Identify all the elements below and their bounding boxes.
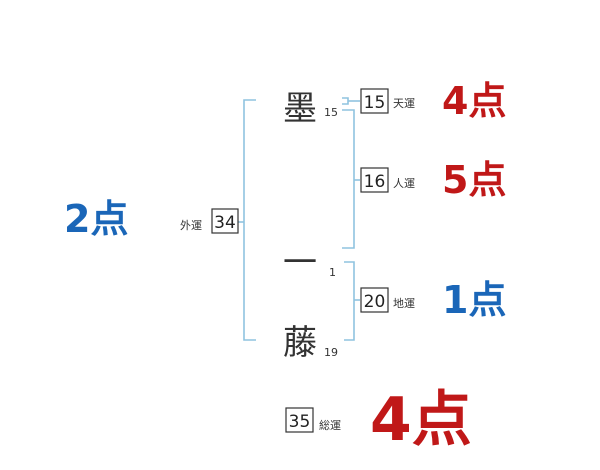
name-char-1-strokes: 15 — [324, 106, 338, 119]
gaikaku-label: 外運 — [180, 219, 202, 232]
chikaku-label: 地運 — [393, 297, 415, 310]
jinkaku-box — [360, 167, 389, 193]
soukaku-score: 4点 — [370, 385, 472, 455]
tenkaku-box — [360, 88, 389, 114]
gaikaku-box — [211, 208, 239, 234]
gaikaku-bracket — [243, 99, 256, 341]
soukaku-label: 総運 — [319, 418, 341, 432]
chikaku-score: 1点 — [442, 278, 506, 322]
jinkaku-bracket — [342, 109, 355, 249]
tenkaku-bracket — [342, 97, 349, 105]
chikaku-box — [360, 287, 389, 313]
name-char-1: 墨 — [283, 89, 317, 129]
soukaku-box — [285, 407, 314, 433]
gaikaku-value: 34 — [214, 213, 236, 233]
gaikaku-score: 2点 — [64, 197, 128, 241]
name-char-2: 一 — [283, 243, 317, 283]
chikaku-value: 20 — [364, 292, 386, 312]
name-char-3: 藤 — [283, 323, 317, 363]
jinkaku-label: 人運 — [393, 177, 415, 190]
tenkaku-label: 天運 — [393, 97, 415, 110]
tenkaku-value: 15 — [364, 93, 386, 113]
soukaku-value: 35 — [289, 412, 311, 432]
chikaku-bracket — [344, 261, 355, 341]
jinkaku-score: 5点 — [442, 158, 506, 202]
name-char-3-strokes: 19 — [324, 346, 338, 359]
tenkaku-score: 4点 — [442, 79, 506, 123]
jinkaku-value: 16 — [364, 172, 386, 192]
name-char-2-strokes: 1 — [329, 266, 336, 279]
